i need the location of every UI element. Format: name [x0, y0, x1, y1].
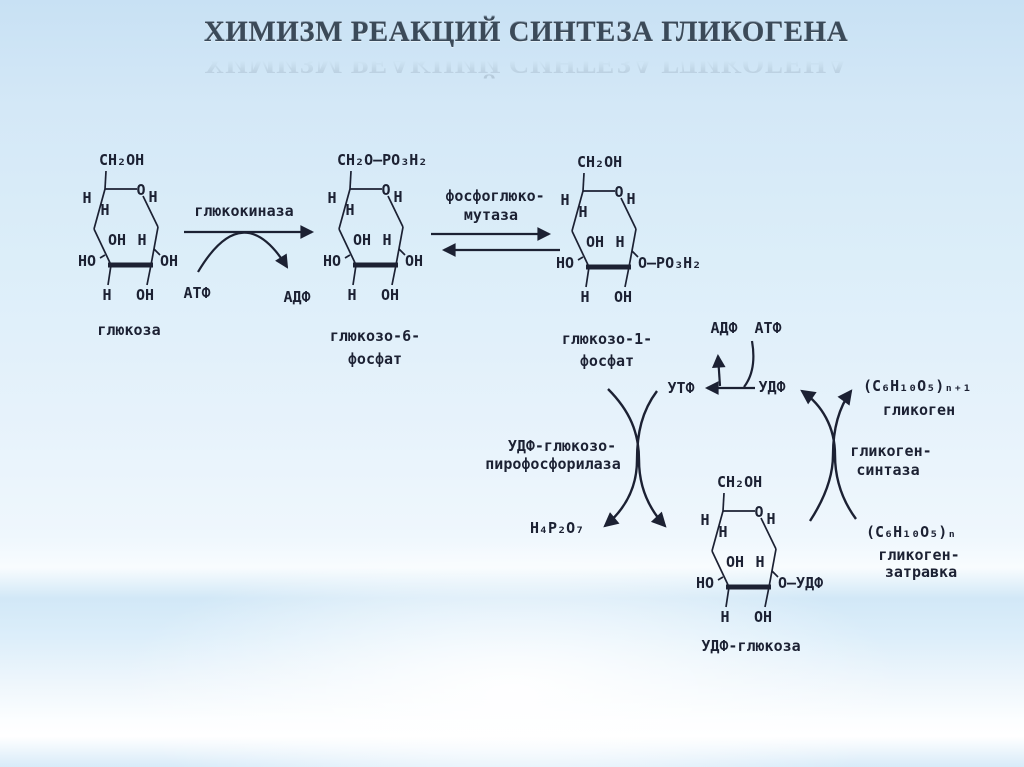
- ring-o-label: O: [136, 181, 145, 199]
- metabolite-adp: АДФ: [710, 319, 737, 337]
- ring-h-label: H: [615, 233, 624, 251]
- glycogen-label: гликоген: [883, 401, 955, 419]
- enzyme-phosphoglucomutase-label: мутаза: [464, 206, 518, 224]
- ring-o-label: O: [381, 181, 390, 199]
- ring-h-label: H: [560, 191, 569, 209]
- structure-caption: УДФ-глюкоза: [701, 637, 800, 655]
- ring-ho-label: HO: [78, 252, 96, 270]
- ring-o-label: O: [614, 183, 623, 201]
- udp-glucose-to-glycogen-arrow: [808, 389, 853, 522]
- enzyme-udp-glucose-pyrophosphorylase-label: пирофосфорилаза: [485, 455, 620, 473]
- ring-top-substituent: CH₂OH: [577, 153, 622, 171]
- structure-caption: глюкоза: [97, 321, 160, 339]
- atp-to-adp-arc: [197, 231, 289, 273]
- glycogen-primer-label: затравка: [885, 563, 957, 581]
- ring-h-label: H: [137, 231, 146, 249]
- metabolite-utp: УТФ: [667, 379, 694, 397]
- ring-oh-label: OH: [136, 286, 154, 304]
- ring-h-label: H: [580, 288, 589, 306]
- slide-title: ХИМИЗМ РЕАКЦИЙ СИНТЕЗА ГЛИКОГЕНА: [203, 16, 849, 48]
- ring-h-label: H: [718, 523, 727, 541]
- ring-ho-label: HO: [696, 574, 714, 592]
- metabolite-pyrophosphate: H₄P₂O₇: [530, 519, 584, 537]
- structure-udp-glucose: CH₂OH H H O H OH H HO O–УДФ H OH УДФ-глю…: [696, 473, 823, 655]
- ring-top-substituent: CH₂OH: [717, 473, 762, 491]
- ring-h-label: H: [766, 510, 775, 528]
- ring-top-substituent: CH₂OH: [99, 151, 144, 169]
- structure-caption: глюкозо-1-: [562, 330, 652, 348]
- ring-h-label: H: [700, 511, 709, 529]
- ring-bonds: [571, 172, 639, 288]
- ring-oh-label: OH: [108, 231, 126, 249]
- ring-h-label: H: [720, 608, 729, 626]
- ring-h-label: H: [578, 203, 587, 221]
- atp-entry-curve: [743, 340, 755, 388]
- ring-oh-label: OH: [586, 233, 604, 251]
- structure-glucose-6-phosphate: CH₂O–PO₃H₂ H H O H OH H HO OH H OH глюко…: [323, 151, 427, 368]
- ring-oh-label: OH: [381, 286, 399, 304]
- enzyme-phosphoglucomutase-label: фосфоглюко-: [445, 187, 544, 205]
- ring-oh-label: OH: [726, 553, 744, 571]
- ring-h-label: H: [393, 188, 402, 206]
- metabolite-atp: АТФ: [183, 284, 210, 302]
- title-area: ХИМИЗМ РЕАКЦИЙ СИНТЕЗА ГЛИКОГЕНА ХИМИЗМ …: [0, 0, 1024, 79]
- ring-oh-label: OH: [754, 608, 772, 626]
- metabolite-glycogen-n: (C₆H₁₀O₅)ₙ: [866, 523, 956, 541]
- adp-release-arrow: [711, 353, 726, 387]
- structure-glucose-1-phosphate: CH₂OH H H O H OH H HO O–PO₃H₂ H OH глюко…: [556, 153, 701, 370]
- ring-h-label: H: [82, 189, 91, 207]
- ring-h-label: H: [100, 201, 109, 219]
- enzyme-glucokinase-label: глюкокиназа: [194, 202, 293, 220]
- ring-h-label: H: [755, 553, 764, 571]
- metabolite-atp: АТФ: [754, 319, 781, 337]
- enzyme-glycogen-synthase-label: гликоген-: [850, 442, 931, 460]
- ring-oh-label: OH: [353, 231, 371, 249]
- metabolite-udp: УДФ: [758, 378, 785, 396]
- structure-caption: глюкозо-6-: [330, 327, 420, 345]
- ring-ho-label: HO: [556, 254, 574, 272]
- glycogen-primer-label: гликоген-: [878, 546, 959, 564]
- ring-h-label: H: [347, 286, 356, 304]
- metabolite-glycogen-n-plus-1: (C₆H₁₀O₅)ₙ₊₁: [863, 377, 971, 395]
- ring-bonds: [711, 492, 779, 608]
- enzyme-udp-glucose-pyrophosphorylase-label: УДФ-глюкозо-: [508, 437, 616, 455]
- ring-h-label: H: [148, 188, 157, 206]
- ring-h-label: H: [327, 189, 336, 207]
- ring-ho-label: HO: [323, 252, 341, 270]
- ring-h-label: H: [382, 231, 391, 249]
- ring-c1-substituent: O–УДФ: [778, 574, 823, 592]
- g1p-to-udp-glucose-arrow: [607, 388, 667, 528]
- utp-to-pyrophosphate-arrow: [603, 390, 658, 528]
- ring-bonds: [338, 170, 406, 286]
- ring-bonds: [93, 170, 161, 286]
- ring-c1-substituent: OH: [405, 252, 423, 270]
- ring-o-label: O: [754, 503, 763, 521]
- ring-h-label: H: [345, 201, 354, 219]
- structure-caption: фосфат: [348, 350, 402, 368]
- enzyme-glycogen-synthase-label: синтаза: [856, 461, 919, 479]
- ring-oh-label: OH: [614, 288, 632, 306]
- structure-glucose: CH₂OH H H O H OH H HO OH H OH глюкоза: [78, 151, 178, 339]
- glycogen-primer-to-udp-arrow: [800, 389, 857, 520]
- ring-c1-substituent: O–PO₃H₂: [638, 254, 701, 272]
- ring-h-label: H: [102, 286, 111, 304]
- structure-caption: фосфат: [580, 352, 634, 370]
- ring-c1-substituent: OH: [160, 252, 178, 270]
- ring-top-substituent: CH₂O–PO₃H₂: [337, 151, 427, 169]
- metabolite-adp: АДФ: [283, 288, 310, 306]
- ring-h-label: H: [626, 190, 635, 208]
